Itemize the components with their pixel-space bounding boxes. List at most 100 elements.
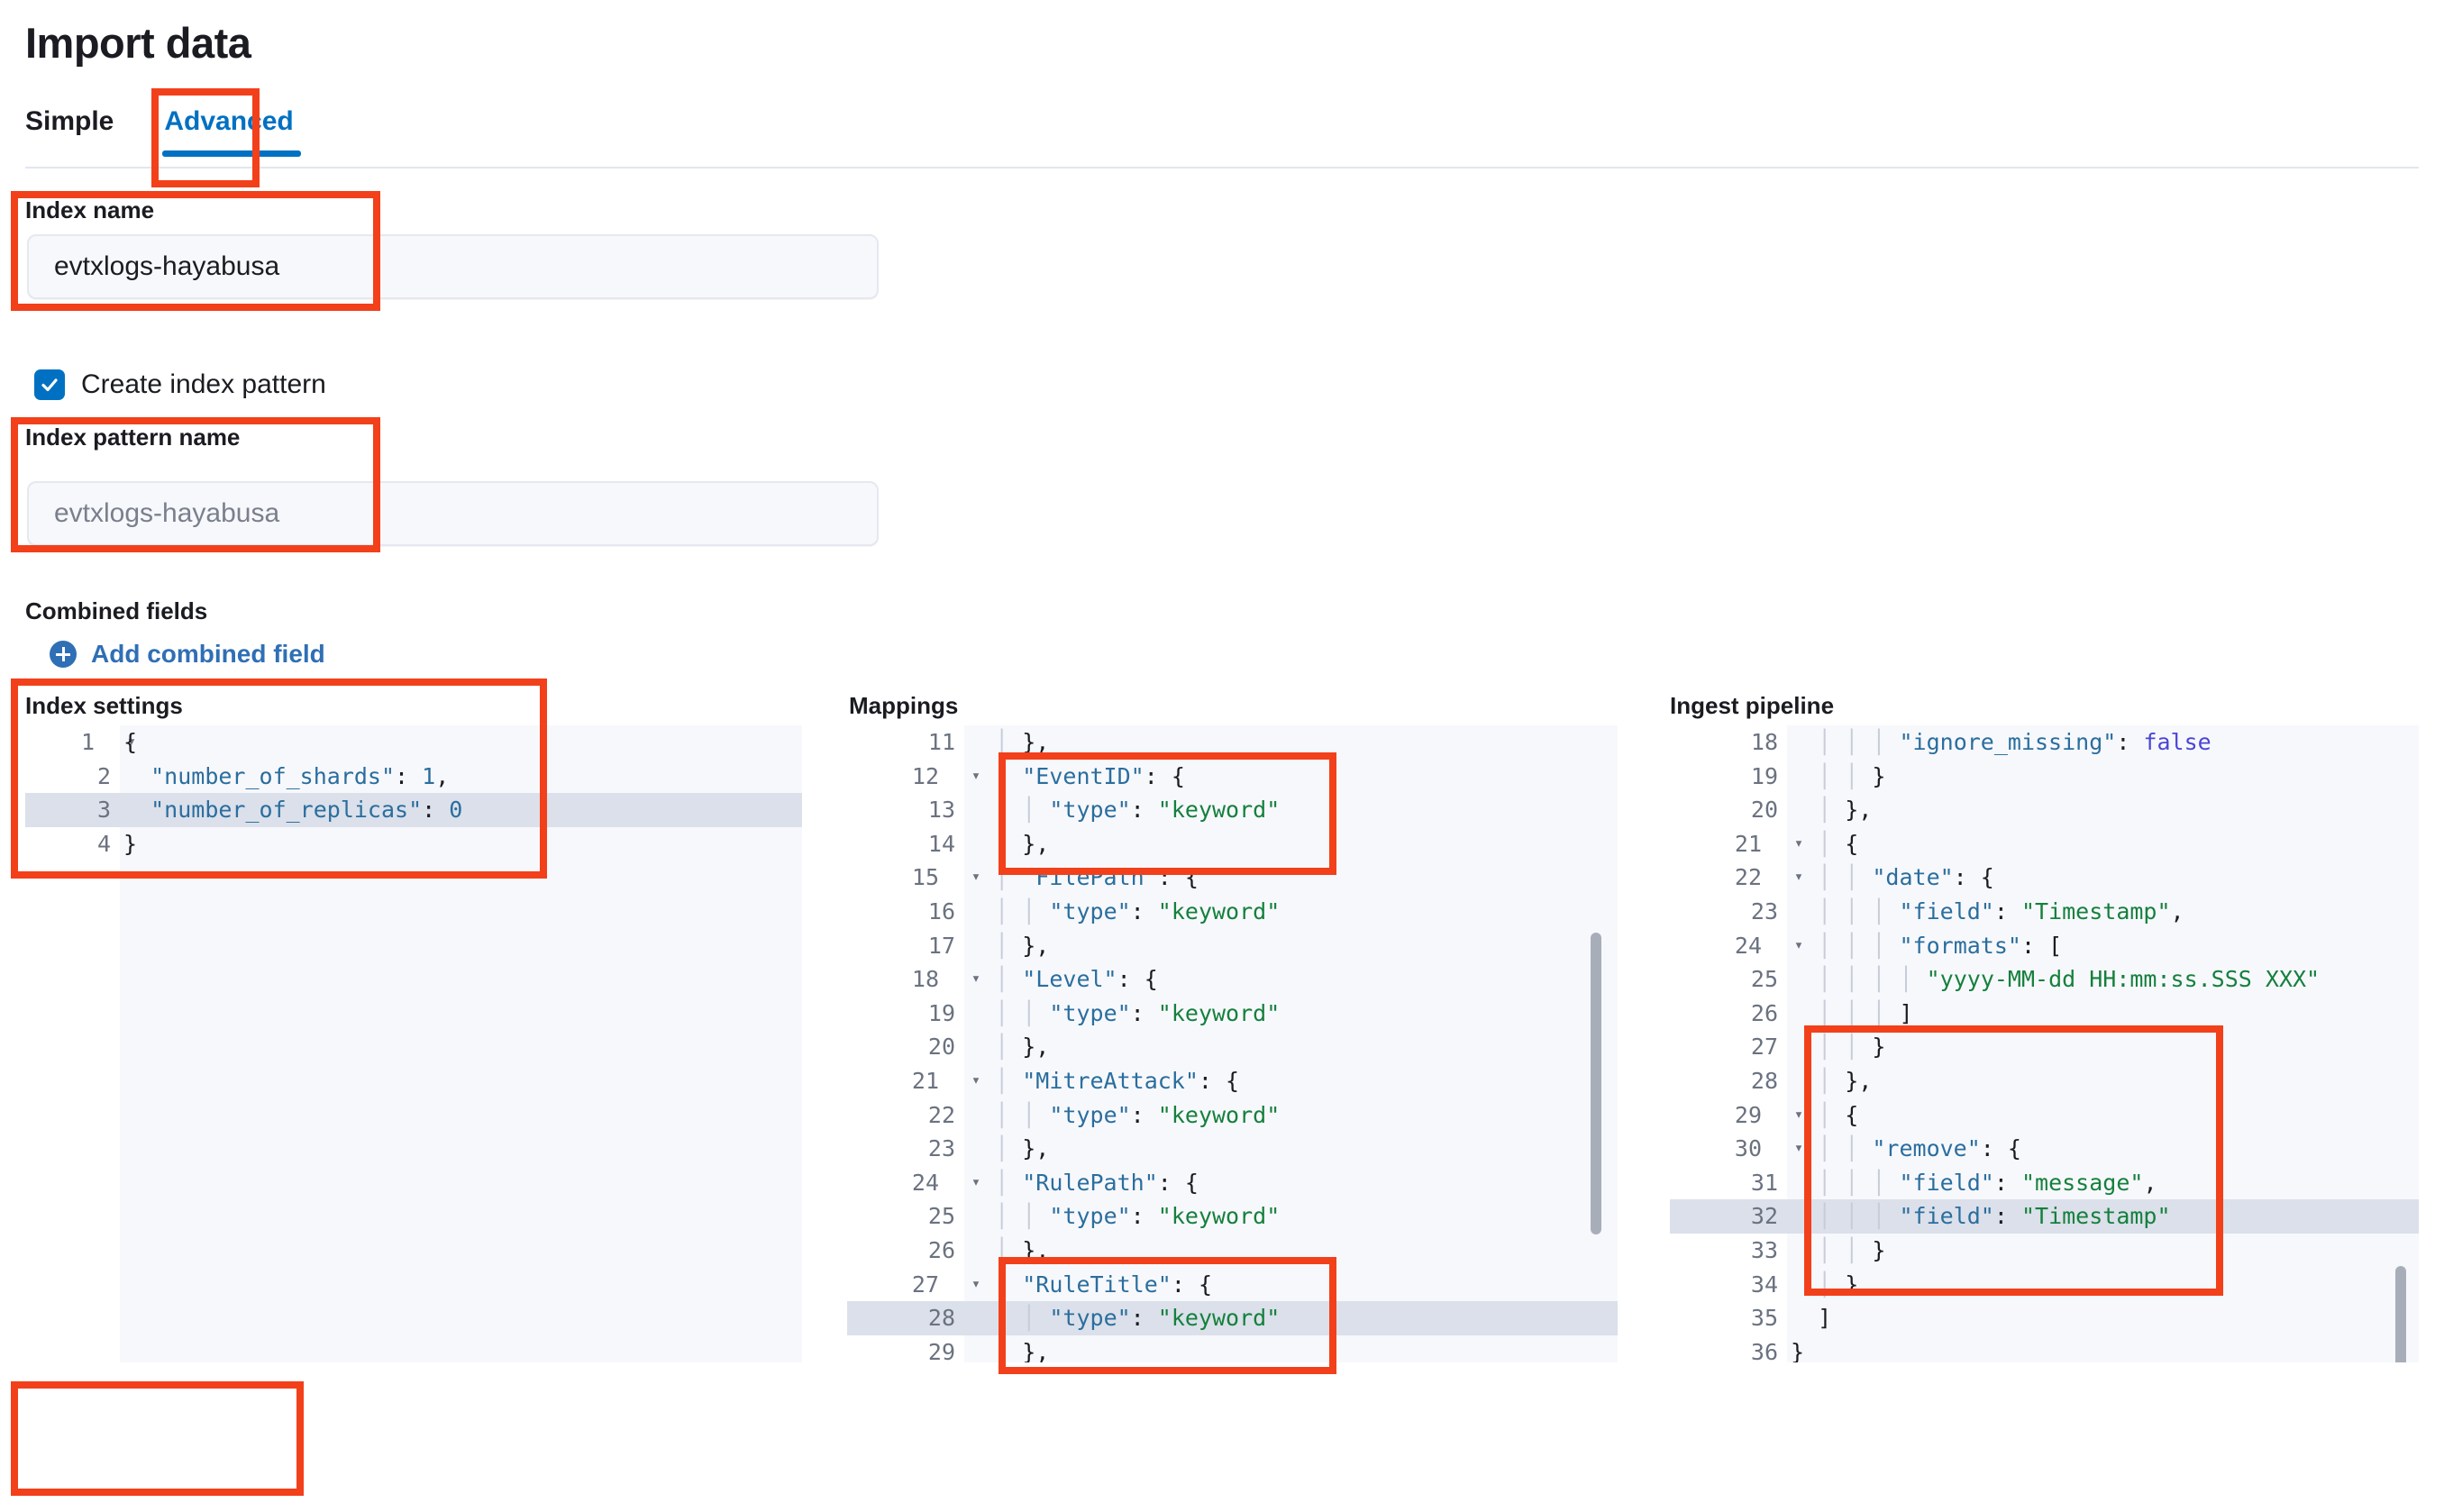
line-number: 18▾ (847, 962, 980, 997)
line-number: 3 (25, 793, 120, 827)
code-line[interactable]: │ }, (995, 1135, 1050, 1162)
code-line[interactable]: │ "EventID": { (995, 762, 1185, 789)
line-number: 22 (927, 1101, 955, 1128)
line-number: 19 (1750, 762, 1778, 789)
line-number: 33 (1750, 1236, 1778, 1263)
ingest-pipeline-title: Ingest pipeline (1670, 692, 1835, 719)
code-line[interactable]: │ │ │ "field": "Timestamp" (1787, 1199, 2419, 1234)
code-line[interactable]: │ │ │ │ "yyyy-MM-dd HH:mm:ss.SSS XXX" (1818, 966, 2321, 993)
line-number: 26 (1750, 999, 1778, 1026)
code-line[interactable]: │ │ │ "ignore_missing": false (1818, 729, 2211, 755)
index-settings-code[interactable]: { "number_of_shards": 1, "number_of_repl… (120, 725, 802, 1362)
code-line[interactable]: │ "RuleTitle": { (995, 1271, 1212, 1298)
create-index-pattern-checkbox[interactable] (34, 369, 65, 400)
code-line[interactable]: │ │ "remove": { (1818, 1135, 2021, 1162)
create-index-pattern-row[interactable]: Create index pattern (34, 369, 326, 400)
tab-advanced[interactable]: Advanced (155, 99, 324, 157)
line-number: 20 (1750, 797, 1778, 824)
code-line[interactable]: │ }, (995, 932, 1050, 959)
fold-toggle-icon[interactable]: ▾ (971, 1274, 981, 1293)
code-line[interactable]: "number_of_shards": 1, (150, 762, 450, 789)
code-line[interactable]: │ │ "type": "keyword" (995, 797, 1281, 824)
code-line[interactable]: │ }, (1818, 797, 1873, 824)
line-number: 20 (927, 1034, 955, 1061)
index-name-input[interactable]: evtxlogs-hayabusa (27, 234, 879, 299)
mappings-code[interactable]: │ }, │ "EventID": { │ │ "type": "keyword… (964, 725, 1618, 1362)
code-line[interactable]: │ │ } (1818, 762, 1886, 789)
code-line[interactable]: } (123, 830, 138, 857)
line-number: 25 (1750, 966, 1778, 993)
index-name-label: Index name (25, 196, 155, 223)
code-line[interactable]: "number_of_replicas": 0 (120, 793, 802, 827)
code-line[interactable]: { (123, 729, 138, 755)
code-line[interactable]: │ │ │ ] (1818, 999, 1913, 1026)
fold-toggle-icon[interactable]: ▾ (126, 733, 137, 751)
line-number: 21▾ (847, 1064, 980, 1098)
code-line[interactable]: │ "FilePath": { (995, 864, 1199, 891)
fold-toggle-icon[interactable]: ▾ (971, 766, 981, 785)
tab-simple[interactable]: Simple (25, 106, 114, 136)
line-number: 4 (96, 830, 111, 857)
code-line[interactable]: │ }, (995, 1236, 1050, 1263)
code-line[interactable]: │ │ "type": "keyword" (995, 999, 1281, 1026)
code-line[interactable]: │ │ } (1818, 1236, 1886, 1263)
code-line[interactable]: │ │ "type": "keyword" (964, 1301, 1618, 1335)
code-line[interactable]: │ }, (1818, 1067, 1873, 1094)
add-combined-field-button[interactable]: Add combined field (50, 640, 325, 669)
code-line[interactable]: │ }, (995, 729, 1050, 755)
fold-toggle-icon[interactable]: ▾ (971, 868, 981, 887)
line-number: 18 (1750, 729, 1778, 755)
code-line[interactable]: │ }, (995, 1338, 1050, 1362)
page-title: Import data (25, 19, 251, 67)
fold-toggle-icon[interactable]: ▾ (971, 1172, 981, 1191)
code-line[interactable]: │ │ "date": { (1818, 864, 1994, 891)
code-line[interactable]: │ │ } (1818, 1034, 1886, 1061)
code-line[interactable]: │ │ │ "formats": [ (1818, 932, 2063, 959)
fold-toggle-icon[interactable]: ▾ (971, 970, 981, 988)
index-pattern-name-label: Index pattern name (25, 424, 241, 451)
check-icon (41, 378, 58, 392)
code-line[interactable]: │ } (1818, 1271, 1859, 1298)
fold-toggle-icon[interactable]: ▾ (1793, 1105, 1804, 1124)
code-line[interactable]: │ │ │ "field": "Timestamp", (1818, 897, 2184, 925)
code-line[interactable]: │ │ "type": "keyword" (995, 1101, 1281, 1128)
code-line[interactable]: │ }, (995, 1034, 1050, 1061)
line-number: 27 (1750, 1034, 1778, 1061)
code-line[interactable]: │ "MitreAttack": { (995, 1067, 1240, 1094)
fold-toggle-icon[interactable]: ▾ (1793, 868, 1804, 887)
mappings-title: Mappings (849, 692, 959, 719)
code-line[interactable]: │ "Level": { (995, 966, 1158, 993)
ingest-pipeline-code[interactable]: │ │ │ "ignore_missing": false │ │ } │ },… (1787, 725, 2419, 1362)
fold-toggle-icon[interactable]: ▾ (1793, 935, 1804, 954)
line-number: 1▾ (25, 725, 136, 760)
fold-toggle-icon[interactable]: ▾ (1793, 833, 1804, 852)
code-line[interactable]: │ }, (995, 830, 1050, 857)
code-line[interactable]: │ "RulePath": { (995, 1169, 1199, 1196)
fold-toggle-icon[interactable]: ▾ (971, 1070, 981, 1089)
index-pattern-name-input[interactable]: evtxlogs-hayabusa (27, 481, 879, 546)
add-combined-field-label: Add combined field (91, 640, 325, 668)
line-number: 32 (1670, 1199, 1787, 1234)
code-line[interactable]: │ { (1818, 830, 1859, 857)
code-line[interactable]: } (1791, 1338, 1805, 1362)
code-line[interactable]: │ │ │ "field": "message", (1818, 1169, 2157, 1196)
code-line[interactable]: │ { (1818, 1101, 1859, 1128)
mappings-scrollbar[interactable] (1591, 933, 1601, 1234)
ingest-pipeline-scrollbar[interactable] (2395, 1266, 2406, 1362)
code-line[interactable]: │ │ "type": "keyword" (995, 1203, 1281, 1230)
import-button[interactable]: Import (27, 1401, 261, 1473)
line-number: 35 (1750, 1305, 1778, 1332)
code-line[interactable]: │ │ "type": "keyword" (995, 897, 1281, 925)
line-number: 36 (1750, 1338, 1778, 1362)
line-number: 24▾ (1670, 929, 1803, 963)
fold-toggle-icon[interactable]: ▾ (1793, 1139, 1804, 1158)
code-line[interactable]: ] (1818, 1305, 1832, 1332)
combined-fields-label: Combined fields (25, 597, 208, 624)
line-number: 12▾ (847, 760, 980, 794)
line-number: 23 (927, 1135, 955, 1162)
